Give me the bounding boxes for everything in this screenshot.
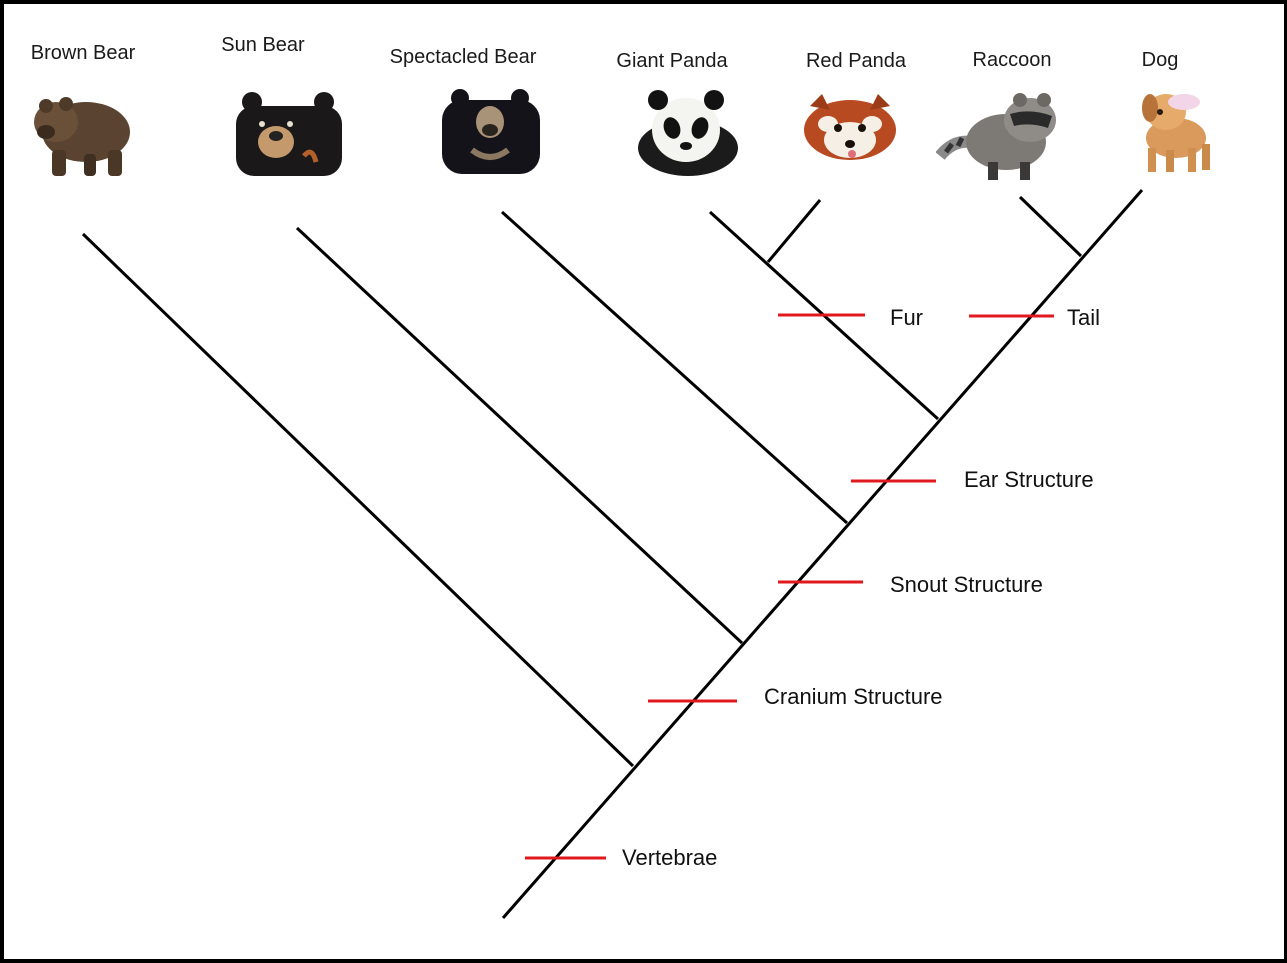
dog-photo — [1142, 94, 1210, 172]
branch-red-panda — [766, 199, 822, 263]
branch-spectacled-bear — [500, 210, 849, 525]
taxon-label-raccoon: Raccoon — [972, 49, 1052, 71]
trait-label-vertebrae: Vertebrae — [622, 845, 718, 870]
main-trunk — [501, 189, 1144, 919]
brown-bear-photo — [34, 97, 130, 176]
trait-label-snout-structure: Snout Structure — [890, 572, 1043, 597]
raccoon-photo — [936, 93, 1056, 180]
taxon-label-sun-bear: Sun Bear — [221, 34, 305, 56]
taxon-label-brown-bear: Brown Bear — [30, 42, 136, 64]
taxon-label-spectacled-bear: Spectacled Bear — [389, 46, 537, 68]
branch-sun-bear — [295, 226, 744, 645]
spectacled-bear-photo — [442, 89, 540, 174]
trait-label-tail: Tail — [1067, 305, 1101, 330]
trait-label-cranium-structure: Cranium Structure — [764, 684, 943, 709]
taxon-label-giant-panda: Giant Panda — [616, 50, 728, 72]
taxon-label-dog: Dog — [1141, 49, 1179, 71]
branch-raccoon — [1018, 195, 1083, 258]
trait-label-fur: Fur — [890, 305, 923, 330]
branch-brown-bear — [81, 232, 635, 768]
giant-panda-photo — [638, 90, 738, 176]
red-panda-photo — [804, 94, 896, 160]
trait-label-ear-structure: Ear Structure — [964, 467, 1094, 492]
taxon-label-red-panda: Red Panda — [805, 50, 907, 72]
sun-bear-photo — [236, 92, 342, 176]
